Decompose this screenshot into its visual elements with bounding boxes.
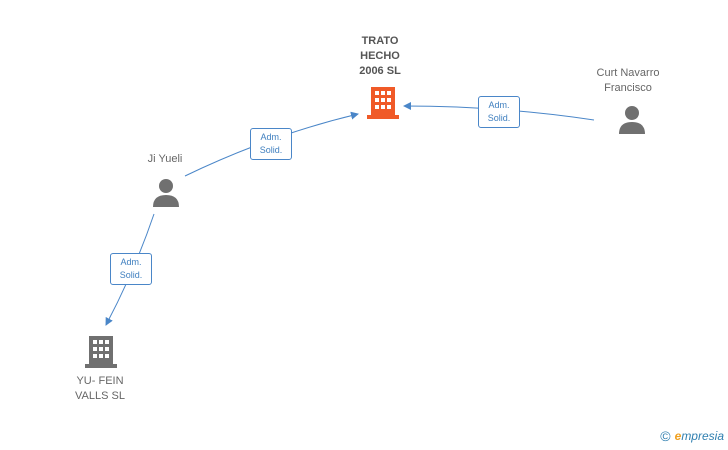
edge-label-jiyueli-yufein[interactable]: Adm. Solid.: [110, 253, 152, 285]
edge-label-jiyueli-trato[interactable]: Adm. Solid.: [250, 128, 292, 160]
edge-label-line: Solid.: [487, 113, 511, 123]
node-label-trato-hecho: TRATO HECHO 2006 SL: [359, 35, 401, 77]
person-icon-curt[interactable]: [617, 104, 647, 136]
node-label-ji-yueli: Ji Yueli: [147, 153, 183, 165]
edge-label-line: Adm.: [488, 100, 510, 110]
brand-name: mpresia: [681, 429, 724, 443]
edge-label-line: Adm.: [260, 132, 282, 142]
edge-label-curt-trato[interactable]: Adm. Solid.: [478, 96, 520, 128]
node-label-curt-navarro: Curt Navarro Francisco: [596, 67, 660, 94]
building-icon-highlight[interactable]: [367, 85, 399, 119]
brand-logo[interactable]: empresia: [675, 429, 724, 443]
edge-label-line: Solid.: [259, 145, 283, 155]
edge-label-line: Adm.: [120, 257, 142, 267]
brand-initial: e: [674, 429, 682, 443]
edge-label-line: Solid.: [119, 270, 143, 280]
footer-brand: © empresia: [660, 428, 724, 444]
person-icon-ji-yueli[interactable]: [151, 177, 181, 209]
building-icon-yu-fein[interactable]: [85, 334, 117, 368]
node-label-yu-fein: YU- FEIN VALLS SL: [75, 375, 125, 402]
copyright-symbol: ©: [660, 428, 671, 444]
